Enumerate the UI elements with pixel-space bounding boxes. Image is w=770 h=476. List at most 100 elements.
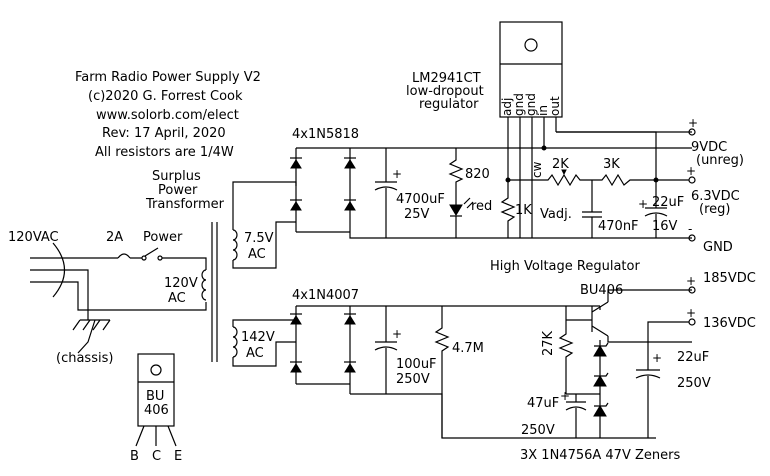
cap-plate	[565, 406, 587, 411]
185v-rail	[607, 289, 692, 302]
zener-icon	[593, 405, 607, 417]
regulator-part: LM2941CT	[412, 71, 481, 86]
cap-plate	[374, 346, 398, 351]
lv-secondary-ac: AC	[248, 247, 266, 262]
hv-rail	[386, 305, 601, 310]
bu406-text-1: BU	[146, 389, 164, 404]
chassis-label: (chassis)	[56, 351, 113, 366]
hv-cap-value: 100uF	[396, 357, 437, 372]
terminal-gnd	[688, 234, 696, 242]
chassis-ground-icon	[72, 319, 111, 331]
hv-bridge-out	[349, 305, 386, 394]
lv-bridge: 4x1N5818 + 4700uF 25V 820 red	[290, 127, 692, 239]
terminal-185v	[688, 286, 696, 294]
bu406-hole	[150, 364, 162, 376]
diode-icon	[344, 315, 356, 325]
led-color: red	[471, 199, 492, 214]
junction-dot	[541, 145, 547, 151]
bleeder-resistor	[434, 306, 450, 438]
diode-icon	[290, 159, 302, 169]
fuse-rating: 2A	[106, 230, 123, 245]
transformer: Surplus Power Transformer 7.5V AC 142V A…	[145, 169, 297, 367]
revision: Rev: 17 April, 2020	[102, 126, 226, 141]
bridge-frame	[295, 147, 351, 233]
hv-secondary-voltage: 142V	[241, 330, 275, 345]
lv-cap-value: 4700uF	[396, 192, 445, 207]
hv-title: High Voltage Regulator	[490, 259, 640, 274]
resistor-1k-value: 1K	[515, 203, 532, 218]
hv-cap-voltage: 250V	[396, 372, 430, 387]
title: Farm Radio Power Supply V2	[75, 70, 261, 85]
cap-plate	[374, 186, 398, 191]
diode-icon	[290, 201, 302, 211]
lv-secondary-voltage: 7.5V	[244, 231, 274, 246]
hv-secondary-ac: AC	[246, 346, 264, 361]
primary-voltage: 120V	[164, 276, 198, 291]
plus-mark: +	[560, 389, 570, 403]
plus-mark: +	[652, 351, 662, 365]
transistor-label: BU406	[580, 283, 623, 298]
transistor-icon	[591, 301, 609, 337]
gnd-label: GND	[703, 240, 733, 255]
switch-contact	[141, 255, 147, 261]
hv-cap22-value: 22uF	[677, 350, 709, 365]
resistor-note: All resistors are 1/4W	[95, 145, 234, 160]
pin-e: E	[174, 449, 182, 464]
pin-label-gnd: gnd	[524, 93, 538, 116]
out-9v-note: (unreg)	[696, 153, 744, 168]
136v-lead	[647, 321, 689, 342]
neutral-ground-wires	[66, 269, 207, 311]
bu406-pinout: BU 406 B C E	[130, 353, 182, 464]
mains-input: 120VAC 2A Power (chassis) 120V AC	[8, 230, 207, 366]
pot-cw: cw	[530, 161, 544, 178]
bu406-pins	[135, 425, 177, 447]
cap-470-value: 470nF	[598, 219, 639, 234]
hv-secondary-wires	[232, 319, 296, 367]
minus-mark: -	[688, 222, 692, 236]
mounting-hole	[524, 38, 538, 52]
regulator-desc-2: regulator	[419, 97, 479, 112]
out-185v-label: 185VDC	[703, 271, 756, 286]
lv-rails	[349, 147, 692, 239]
plus-mark: +	[392, 327, 402, 341]
led-resistor-value: 820	[465, 167, 490, 182]
diode-icon	[290, 363, 302, 373]
bleeder-value: 4.7M	[452, 341, 484, 356]
plus-mark: +	[686, 306, 696, 320]
resistor-1k	[500, 180, 516, 238]
website: www.solorb.com/elect	[96, 108, 239, 123]
lv-secondary-coil	[232, 229, 238, 261]
out-9v-label: 9VDC	[691, 140, 727, 155]
lv-cap-voltage: 25V	[404, 207, 430, 222]
terminal-9v	[688, 128, 696, 136]
pot-value: 2K	[552, 157, 569, 172]
bu406-text-2: 406	[144, 403, 169, 418]
pin-c: C	[152, 449, 161, 464]
pin-label-gnd: gnd	[512, 93, 526, 116]
plus-mark: +	[688, 116, 698, 130]
plus-mark: +	[392, 167, 402, 181]
chassis-lead	[77, 319, 96, 354]
resistor-27k-value: 27K	[541, 330, 556, 356]
diode-icon	[344, 159, 356, 169]
out-6v-note: (reg)	[699, 202, 730, 217]
hv-secondary-coil	[232, 326, 238, 358]
led-icon	[449, 204, 463, 216]
emitter-lead	[607, 336, 692, 343]
pin-label-adj: adj	[500, 98, 514, 116]
zener-label: 3X 1N4756A 47V Zeners	[520, 448, 680, 463]
transformer-label-2: Power	[158, 183, 198, 198]
pot-2k	[508, 173, 598, 187]
wiper-arrow-icon	[561, 169, 567, 176]
lv-bridge-label: 4x1N5818	[292, 127, 359, 142]
diode-icon	[290, 315, 302, 325]
transformer-label-1: Surplus	[152, 169, 201, 184]
fuse-icon	[117, 253, 131, 259]
pin-b: B	[130, 449, 139, 464]
diode-icon	[344, 363, 356, 373]
cap-plate	[635, 374, 661, 379]
regulator-body	[499, 21, 563, 118]
diode-icon	[344, 201, 356, 211]
primary-coil	[201, 269, 207, 301]
